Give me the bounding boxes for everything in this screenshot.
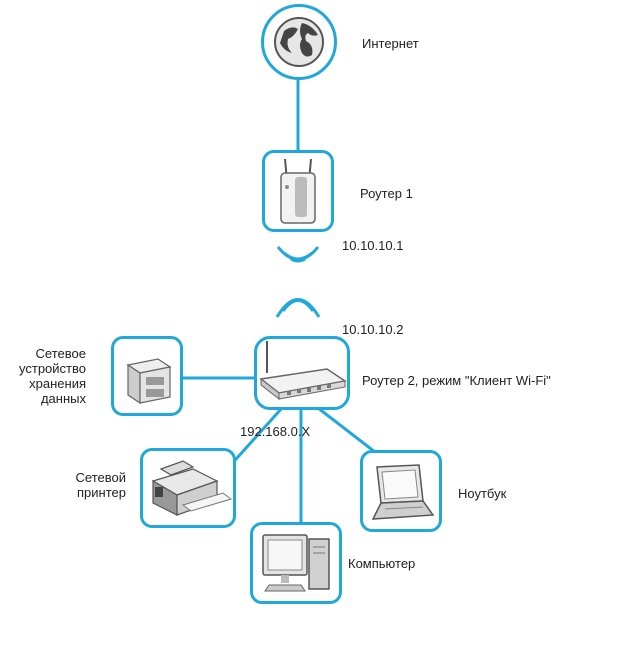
router1-ip: 10.10.10.1: [342, 238, 404, 253]
internet-label: Интернет: [362, 36, 419, 51]
nas-label-line: данных: [40, 391, 86, 406]
laptop-label: Ноутбук: [458, 486, 507, 501]
nas-label-line: устройство: [19, 361, 86, 376]
router2-node: [254, 336, 350, 410]
computer-label: Компьютер: [348, 556, 416, 571]
router1-label: Роутер 1: [360, 186, 413, 201]
router2-ip: 10.10.10.2: [342, 322, 404, 337]
nas-label: Сетевое устройство хранения данных: [6, 346, 86, 406]
laptop-node: [360, 450, 442, 532]
router2-subnet: 192.168.0.X: [240, 424, 311, 439]
printer-label: Сетевой принтер: [46, 470, 126, 500]
link-router2-printer: [226, 406, 284, 470]
router-icon: [280, 158, 316, 224]
desktop-computer-icon: [262, 534, 330, 592]
wifi-signal-icon: [275, 298, 321, 318]
printer-node: [140, 448, 236, 528]
router2-label: Роутер 2, режим "Клиент Wi-Fi": [362, 373, 551, 388]
printer-label-line: принтер: [77, 485, 126, 500]
internet-node: [261, 4, 337, 80]
nas-node: [111, 336, 183, 416]
nas-icon: [126, 358, 172, 405]
nas-label-line: Сетевое: [35, 346, 86, 361]
globe-icon: [274, 17, 324, 67]
nas-label-line: хранения: [29, 376, 86, 391]
computer-node: [250, 522, 342, 604]
router1-node: [262, 150, 334, 232]
printer-label-line: Сетевой: [75, 470, 126, 485]
router-icon: [259, 341, 347, 401]
laptop-icon: [371, 464, 435, 520]
wifi-signal-icon: [276, 246, 320, 263]
printer-icon: [151, 460, 233, 516]
